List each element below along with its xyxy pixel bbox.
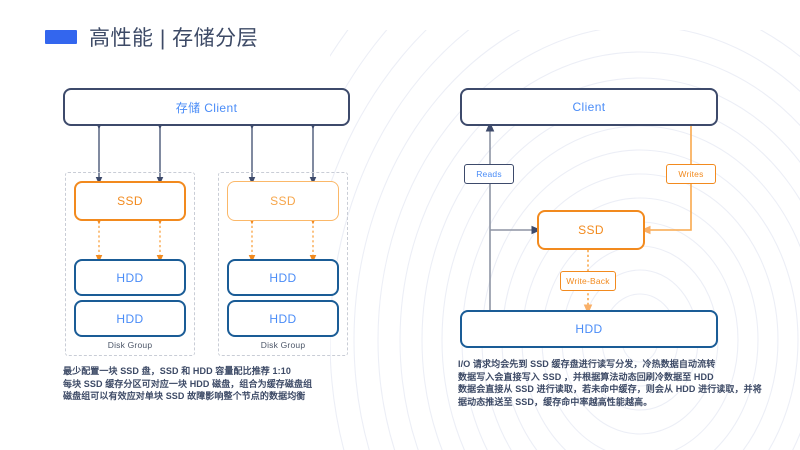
right-caption-line-4: 据动态推送至 SSD，缓存命中率越高性能越高。	[458, 396, 653, 407]
disk-group-1-hdd-1-label: HDD	[116, 270, 144, 285]
disk-group-2-label: Disk Group	[260, 340, 306, 350]
left-caption-line-3: 磁盘组可以有效应对单块 SSD 故障影响整个节点的数据均衡	[63, 391, 306, 401]
disk-group-1-hdd-2-label: HDD	[116, 311, 144, 326]
left-client-box[interactable]: 存储 Client	[63, 88, 350, 126]
page-title: 高性能 | 存储分层	[45, 22, 258, 52]
right-client-box[interactable]: Client	[460, 88, 718, 126]
right-caption-line-2: 数据写入会直接写入 SSD ，并根据算法动态回刷冷数据至 HDD	[458, 371, 714, 382]
writes-tag[interactable]: Writes	[666, 164, 716, 184]
reads-tag[interactable]: Reads	[464, 164, 514, 184]
right-caption-line-3: 数据会直接从 SSD 进行读取，若未命中缓存，则会从 HDD 进行读取，并将	[458, 384, 762, 394]
disk-group-2-ssd-label: SSD	[270, 194, 296, 208]
write-back-tag-label: Write-Back	[566, 276, 610, 286]
disk-group-2-hdd-1-label: HDD	[269, 270, 297, 285]
disk-group-1-hdd-2[interactable]: HDD	[74, 300, 186, 337]
title-label: 高性能 | 存储分层	[89, 27, 259, 50]
right-hdd-label: HDD	[575, 322, 603, 336]
disk-group-2-ssd[interactable]: SSD	[227, 181, 339, 221]
writes-tag-label: Writes	[678, 169, 704, 179]
disk-group-2-hdd-2[interactable]: HDD	[227, 300, 339, 337]
disk-group-2-hdd-2-label: HDD	[269, 311, 297, 326]
disk-group-1-label: Disk Group	[107, 340, 153, 350]
right-ssd-box[interactable]: SSD	[537, 210, 645, 250]
left-client-label: 存储 Client	[175, 100, 238, 115]
right-client-label: Client	[572, 100, 606, 114]
right-caption: I/O 请求均会先到 SSD 缓存盘进行读写分发，冷热数据自动流转 数据写入会直…	[458, 358, 762, 408]
disk-group-1-ssd[interactable]: SSD	[74, 181, 186, 221]
left-caption-line-2: 每块 SSD 缓存分区可对应一块 HDD 磁盘，组合为缓存磁盘组	[63, 378, 313, 389]
reads-tag-label: Reads	[476, 169, 502, 179]
right-ssd-label: SSD	[578, 223, 604, 237]
left-caption-line-1: 最少配置一块 SSD 盘，SSD 和 HDD 容量配比推荐 1:10	[63, 366, 291, 376]
right-hdd-box[interactable]: HDD	[460, 310, 718, 348]
disk-group-2: Disk Group	[218, 172, 348, 356]
right-caption-line-1: I/O 请求均会先到 SSD 缓存盘进行读写分发，冷热数据自动流转	[458, 359, 716, 369]
disk-group-1-ssd-label: SSD	[117, 194, 143, 208]
disk-group-1: Disk Group	[65, 172, 195, 356]
title-accent-bar	[45, 30, 77, 44]
write-back-tag[interactable]: Write-Back	[560, 271, 616, 291]
disk-group-2-hdd-1[interactable]: HDD	[227, 259, 339, 296]
left-caption: 最少配置一块 SSD 盘，SSD 和 HDD 容量配比推荐 1:10 每块 SS…	[63, 365, 312, 403]
disk-group-1-hdd-1[interactable]: HDD	[74, 259, 186, 296]
